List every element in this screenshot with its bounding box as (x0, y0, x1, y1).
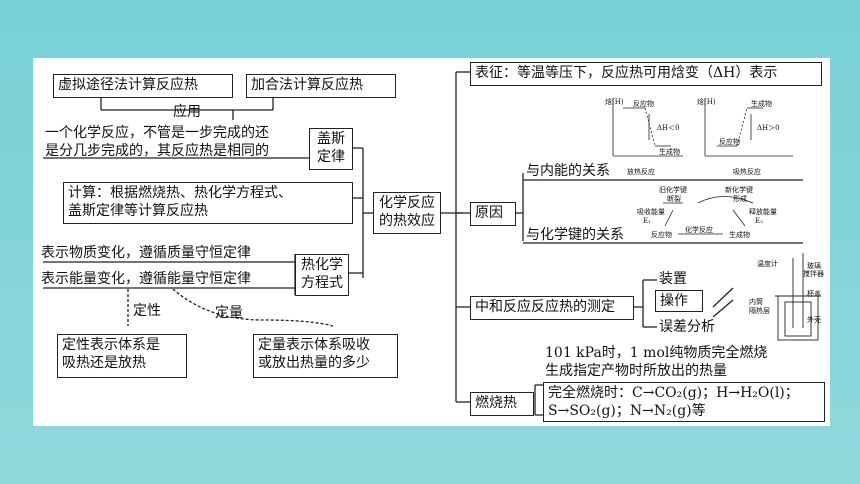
combustion-box: 燃烧热 (470, 392, 534, 416)
qualitative-text-2: 吸热还是放热 (62, 355, 146, 371)
hess-description-2: 是分几步完成的，其反应热是相同的 (45, 143, 269, 159)
quantitative-text-1: 定量表示体系吸收 (258, 337, 370, 353)
calculation-text-1: 计算：根据燃烧热、热化学方程式、 (68, 185, 292, 201)
quantitative-label: 定量 (215, 305, 243, 321)
combustion-def-1: 101 kPa时，1 mol纯物质完全燃烧 (545, 345, 768, 361)
representation-box: 表征：等温等压下，反应热可用焓变（ΔH）表示 (470, 62, 822, 86)
representation-text: 表征：等温等压下，反应热可用焓变（ΔH）表示 (475, 65, 778, 81)
qualitative-text-1: 定性表示体系是 (62, 337, 160, 353)
cause-text: 原因 (475, 205, 503, 221)
complete-combustion-text-2: S→SO₂(g)；N→N₂(g)等 (548, 403, 706, 419)
new-bond-label: 新化学键 (725, 186, 753, 194)
virtual-path-text: 虚拟途径法计算反应热 (58, 77, 198, 93)
connector-lines (43, 71, 821, 416)
error-analysis-label: 误差分析 (659, 319, 715, 335)
energy-law-text: 表示能量变化，遵循能量守恒定律 (41, 271, 251, 287)
calculation-text-2: 盖斯定律等计算反应热 (68, 203, 208, 219)
e2-label: E₂ (755, 217, 763, 225)
endothermic-label: 吸热反应 (733, 168, 761, 176)
inner-label: 内筒 (749, 298, 763, 306)
hess-law-text-2: 定律 (317, 149, 345, 165)
quantitative-box: 定量表示体系吸收 或放出热量的多少 (253, 334, 398, 378)
addition-box: 加合法计算反应热 (246, 74, 396, 98)
insulation-label: 隔热层 (749, 307, 770, 315)
complete-combustion-box: 完全燃烧时：C→CO₂(g)；H→H₂O(l)； S→SO₂(g)；N→N₂(g… (543, 382, 825, 422)
internal-energy-label: 与内能的关系 (526, 163, 610, 179)
endo-dh-label: ΔH＞0 (757, 124, 780, 132)
release-energy-label: 释放能量 (749, 208, 777, 216)
exo-reactant-label: 反应物 (633, 100, 654, 108)
calculation-box: 计算：根据燃烧热、热化学方程式、 盖斯定律等计算反应热 (63, 182, 353, 224)
operation-text: 操作 (660, 293, 688, 309)
exothermic-label: 放热反应 (627, 168, 655, 176)
operation-box: 操作 (655, 290, 703, 312)
center-text-2: 的热效应 (379, 213, 435, 229)
addition-text: 加合法计算反应热 (251, 77, 363, 93)
apparatus-label: 装置 (659, 271, 687, 287)
cause-box: 原因 (470, 202, 516, 226)
hess-description-1: 一个化学反应，不管是一步完成的还 (45, 125, 269, 141)
lid-label: 杯盖 (807, 290, 821, 298)
thermometer-label: 温度计 (757, 260, 778, 268)
virtual-path-box: 虚拟途径法计算反应热 (53, 74, 233, 98)
thermochemical-equation-box: 热化学 方程式 (295, 254, 349, 296)
qualitative-label: 定性 (133, 303, 161, 319)
center-text-1: 化学反应 (379, 195, 435, 211)
apply-label: 应用 (173, 104, 201, 120)
outer-label: 外壳 (807, 316, 821, 324)
stirrer-label-2: 搅拌器 (803, 270, 824, 278)
enthalpy-axis-label-2: 焓(H) (697, 98, 716, 106)
chemical-bond-label: 与化学键的关系 (526, 227, 624, 243)
thermo-text-1: 热化学 (301, 257, 343, 273)
concept-map-panel: 虚拟途径法计算反应热 加合法计算反应热 应用 一个化学反应，不管是一步完成的还 … (33, 58, 830, 426)
center-node: 化学反应 的热效应 (373, 192, 441, 234)
neutralization-text: 中和反应反应热的测定 (475, 299, 615, 315)
neutralization-box: 中和反应反应热的测定 (470, 296, 634, 320)
mass-law-text: 表示物质变化，遵循质量守恒定律 (41, 245, 251, 261)
quantitative-text-2: 或放出热量的多少 (258, 355, 370, 371)
e1-label: E₁ (643, 217, 651, 225)
stirrer-label-1: 玻璃 (807, 262, 821, 270)
endo-product-label: 生成物 (751, 100, 772, 108)
break-label: 断裂 (667, 195, 681, 203)
exo-product-label: 生成物 (659, 148, 680, 156)
complete-combustion-text-1: 完全燃烧时：C→CO₂(g)；H→H₂O(l)； (548, 385, 799, 401)
hess-law-text-1: 盖斯 (317, 131, 345, 147)
bond-reactant-label: 反应物 (651, 231, 672, 239)
combustion-def-2: 生成指定产物时所放出的热量 (545, 363, 727, 379)
thermo-text-2: 方程式 (301, 275, 343, 291)
combustion-text: 燃烧热 (475, 395, 517, 411)
bond-product-label: 生成物 (729, 231, 750, 239)
qualitative-box: 定性表示体系是 吸热还是放热 (57, 334, 187, 378)
form-label: 形成 (733, 195, 747, 203)
old-bond-label: 旧化学键 (659, 186, 687, 194)
enthalpy-axis-label-1: 焓(H) (605, 98, 624, 106)
hess-law-box: 盖斯 定律 (309, 128, 353, 170)
absorb-energy-label: 吸收能量 (637, 208, 665, 216)
bond-reaction-label: 化学反应 (685, 226, 713, 234)
endo-reactant-label: 反应物 (719, 138, 740, 146)
exo-dh-label: ΔH＜0 (657, 124, 680, 132)
